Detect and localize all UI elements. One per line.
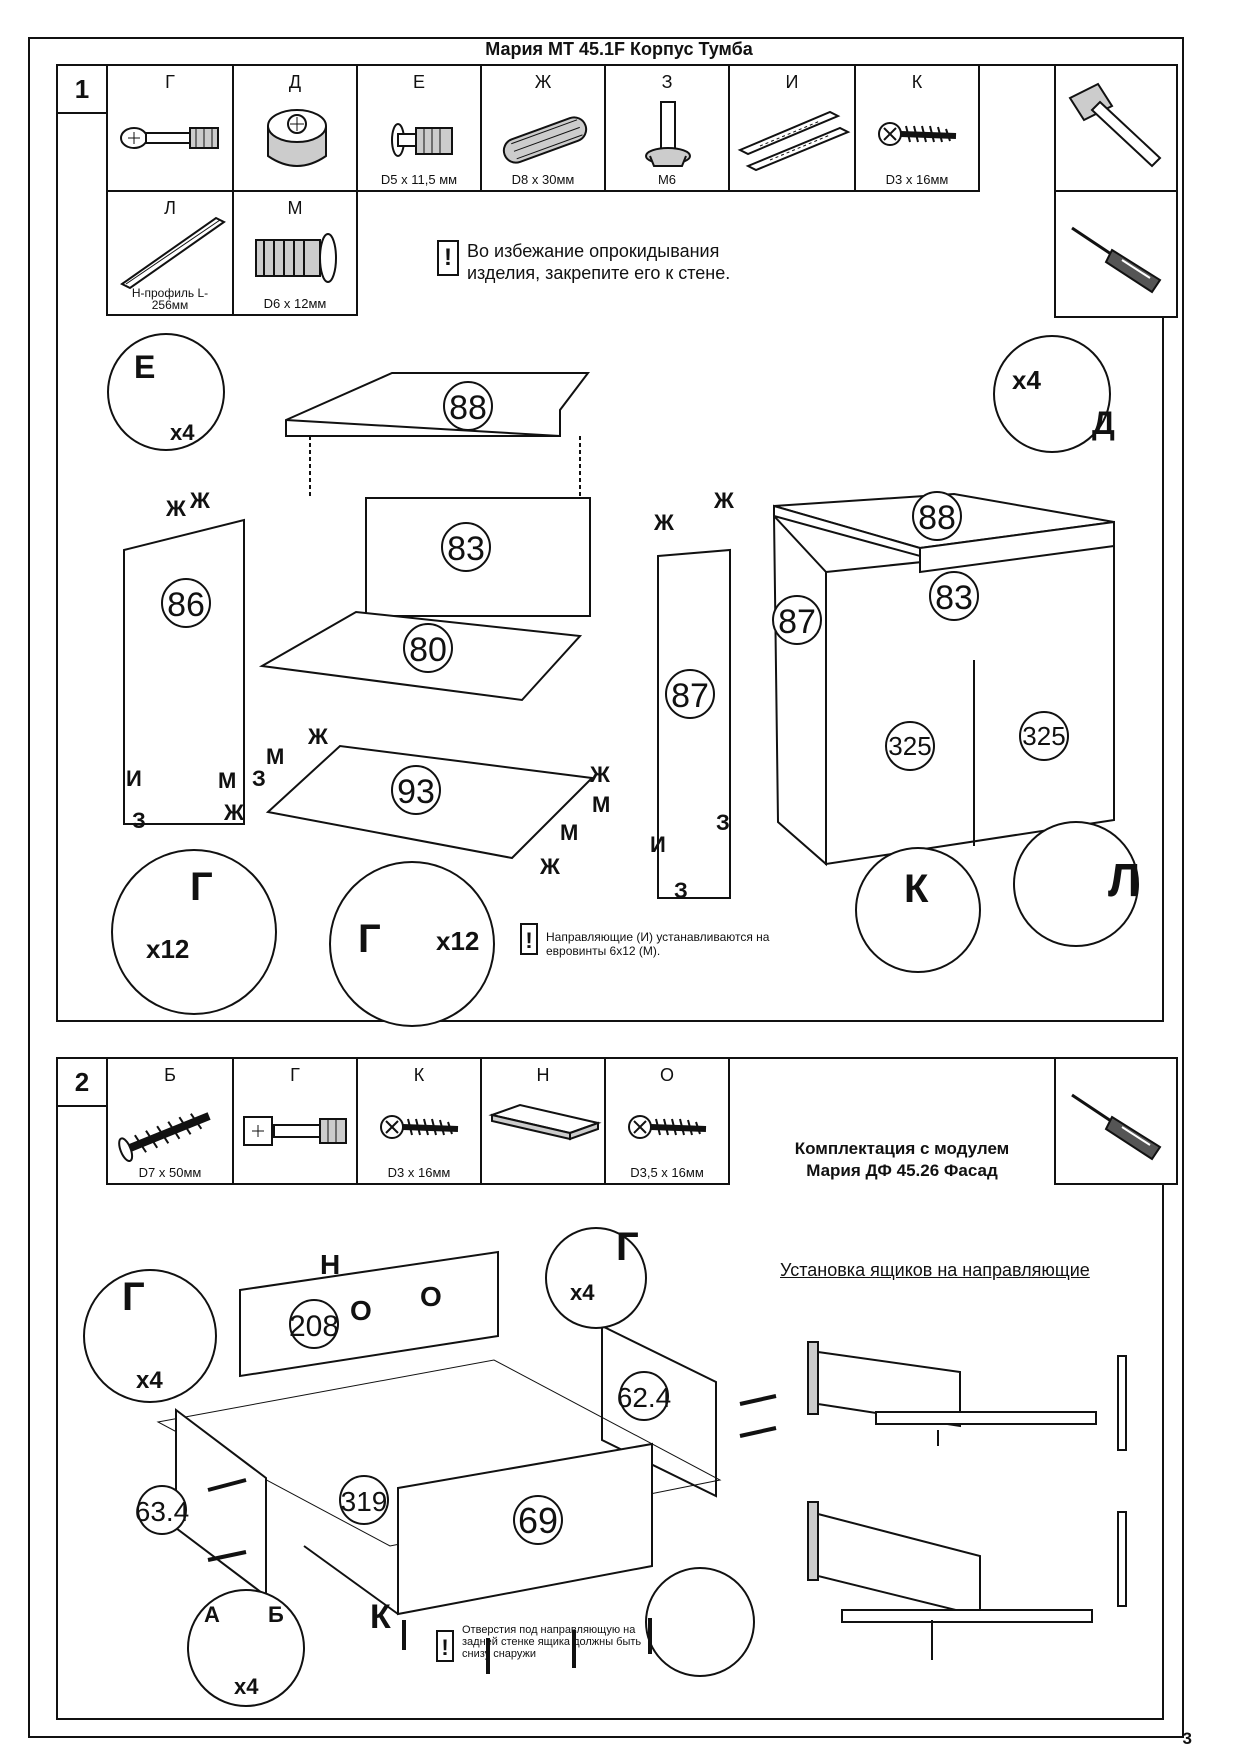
rail-note: Направляющие (И) устанавливаются на евро… xyxy=(546,930,770,958)
euro-screw-large-icon xyxy=(255,233,337,283)
page-number: 3 xyxy=(1182,1729,1192,1748)
warning-icon: ! xyxy=(437,240,459,276)
part-spec: D7 x 50мм xyxy=(138,1165,202,1180)
tool-cell-screwdriver xyxy=(1054,190,1178,318)
part-cell-n: Н xyxy=(480,1057,606,1185)
tool-cell-hammer xyxy=(1054,64,1178,192)
part-cell-l: Л Н-профиль L-256мм xyxy=(106,190,234,316)
part-letter: Г xyxy=(165,72,175,92)
part-letter: И xyxy=(785,72,799,92)
handle-icon xyxy=(488,1103,602,1141)
part-cell-o: О D3,5 x 16мм xyxy=(604,1057,730,1185)
part-letter: К xyxy=(413,1065,425,1085)
page-frame xyxy=(28,37,1184,1738)
document-title: Мария MT 45.1F Корпус Тумба xyxy=(485,39,753,59)
warning-icon: ! xyxy=(520,923,538,955)
wood-screw-icon xyxy=(380,1115,459,1139)
slides-title: Установка ящиков на направляющие xyxy=(780,1260,1090,1280)
screwdriver-icon xyxy=(1071,226,1162,294)
warning-icon: ! xyxy=(436,1630,454,1662)
cam-bolt-icon xyxy=(120,127,219,149)
cam-lock-icon xyxy=(267,109,327,167)
kit-title-line1: Комплектация с модулем xyxy=(794,1139,1010,1158)
kit-title-line2: Мария ДФ 45.26 Фасад xyxy=(806,1161,998,1180)
part-cell-i: И xyxy=(728,64,856,192)
part-letter: О xyxy=(659,1065,674,1085)
part-spec: D3 x 16мм xyxy=(885,172,949,187)
part-letter: М xyxy=(287,198,303,218)
part-spec: D3,5 x 16мм xyxy=(630,1165,704,1180)
confirmat-screw-icon xyxy=(118,1112,211,1163)
euro-screw-icon xyxy=(391,123,453,157)
part-cell-k2: К D3 x 16мм xyxy=(356,1057,482,1185)
part-letter: Ж xyxy=(534,72,552,92)
tool-cell-screwdriver-2 xyxy=(1054,1057,1178,1185)
part-cell-k: К D3 x 16мм xyxy=(854,64,980,192)
part-cell-m: М D6 x 12мм xyxy=(232,190,358,316)
part-cell-zh: Ж D8 x 30мм xyxy=(480,64,606,192)
part-cell-z: З М6 xyxy=(604,64,730,192)
part-cell-e: Е D5 x 11,5 мм xyxy=(356,64,482,192)
wood-screw-icon xyxy=(628,1115,707,1139)
part-letter: Д xyxy=(288,72,302,92)
part-letter: Г xyxy=(290,1065,300,1085)
part-spec: D5 x 11,5 мм xyxy=(380,172,458,187)
part-spec: Н-профиль L-256мм xyxy=(131,286,209,312)
part-cell-d: Д xyxy=(232,64,358,192)
step1-number: 1 xyxy=(58,66,108,114)
part-letter: К xyxy=(911,72,923,92)
h-profile-icon xyxy=(120,216,226,290)
screwdriver-icon xyxy=(1071,1093,1162,1161)
part-spec: М6 xyxy=(657,172,677,187)
part-cell-b: Б D7 x 50мм xyxy=(106,1057,234,1185)
kit-title: Комплектация с модулем Мария ДФ 45.26 Фа… xyxy=(752,1138,1052,1182)
part-spec: D6 x 12мм xyxy=(263,296,327,311)
hole-note: Отверстия под направляющую на задней сте… xyxy=(462,1624,642,1660)
part-letter: Б xyxy=(164,1065,176,1085)
cam-bolt-icon xyxy=(243,1116,347,1146)
part-cell-g: Г xyxy=(106,64,234,192)
part-letter: Е xyxy=(412,72,425,92)
dowel-icon xyxy=(502,116,588,164)
part-letter: Л xyxy=(164,198,176,218)
part-spec: D8 x 30мм xyxy=(511,172,575,187)
drawer-slide-icon xyxy=(737,110,851,172)
step2-number: 2 xyxy=(58,1059,108,1107)
part-cell-g2: Г xyxy=(232,1057,358,1185)
wall-fix-warning: !Во избежание опрокидывания изделия, зак… xyxy=(437,240,797,284)
wood-screw-icon xyxy=(878,122,957,146)
hammer-icon xyxy=(1068,82,1162,168)
part-spec: D3 x 16мм xyxy=(387,1165,451,1180)
part-letter: Н xyxy=(536,1065,550,1085)
part-letter: З xyxy=(661,72,673,92)
leveling-foot-icon xyxy=(645,101,691,167)
